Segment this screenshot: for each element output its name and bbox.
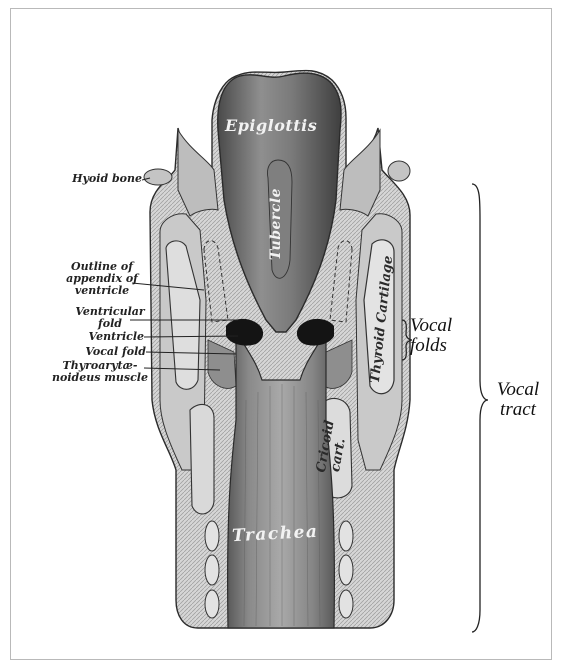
outline-appendix-label: Outline of appendix of ventricle: [62, 261, 142, 297]
ventricular-fold-label: Ventricular fold: [70, 306, 150, 330]
left-ring-3: [205, 590, 219, 618]
tubercle-label: Tubercle: [268, 188, 284, 260]
vocal-fold-label: Vocal fold: [70, 346, 146, 358]
vocal-folds-label: Vocal folds: [410, 316, 452, 356]
right-ring-1: [339, 521, 353, 551]
right-ring-2: [339, 555, 353, 585]
epiglottis-label: Epiglottis: [225, 116, 317, 135]
ventricle-label: Ventricle: [70, 331, 144, 343]
left-ring-2: [205, 555, 219, 585]
vocal-tract-label: Vocal tract: [488, 380, 548, 420]
left-lower-cartilage: [190, 404, 214, 514]
right-hyoid: [388, 161, 410, 181]
hyoid-bone-label: Hyoid bone: [62, 173, 142, 185]
left-hyoid: [144, 169, 172, 185]
right-ring-3: [339, 590, 353, 618]
thyroarytaenoideus-label: Thyroarytæ- noideus muscle: [50, 360, 150, 384]
vocal-tract-bracket: [472, 184, 488, 632]
left-ring-1: [205, 521, 219, 551]
